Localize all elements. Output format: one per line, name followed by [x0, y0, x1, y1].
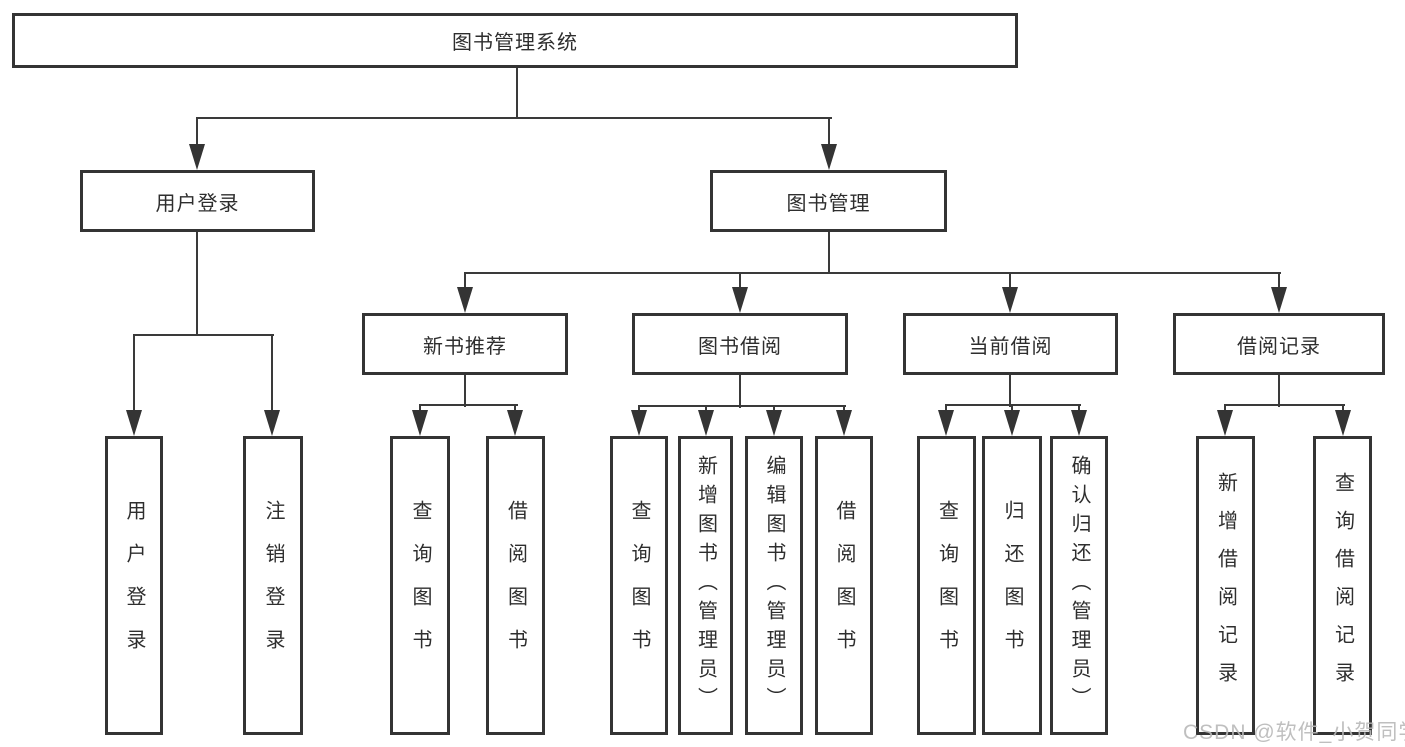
connector-arrow-stem — [271, 334, 273, 422]
connector-arrow-stem — [739, 272, 741, 299]
leaf-label-return-books: 归还图书 — [1001, 499, 1023, 672]
connector-arrow-stem — [828, 117, 830, 156]
node-label-new-book-recommend: 新书推荐 — [423, 335, 507, 358]
leaf-box-add-books-admin: 新增图书（管理员） — [678, 436, 733, 735]
connector-segment — [516, 68, 518, 118]
node-box-new-book-recommend: 新书推荐 — [362, 313, 568, 375]
arrowhead-down-icon — [732, 287, 748, 313]
leaf-label-borrow-books-1: 借阅图书 — [504, 499, 527, 672]
connector-segment — [419, 404, 518, 406]
leaf-label-confirm-return-admin: 确认归还（管理员） — [1068, 455, 1090, 716]
connector-segment — [1224, 404, 1345, 406]
connector-segment — [196, 117, 832, 119]
arrowhead-down-icon — [766, 410, 782, 436]
leaf-box-add-borrow-record: 新增借阅记录 — [1196, 436, 1255, 735]
arrowhead-down-icon — [189, 144, 205, 170]
branch-label-book-management: 图书管理 — [786, 192, 871, 215]
arrowhead-down-icon — [631, 410, 647, 436]
connector-arrow-stem — [464, 272, 466, 299]
arrowhead-down-icon — [126, 410, 142, 436]
connector-arrow-stem — [196, 117, 198, 156]
arrowhead-down-icon — [938, 410, 954, 436]
leaf-box-query-books-2: 查询图书 — [610, 436, 668, 735]
arrowhead-down-icon — [1217, 410, 1233, 436]
leaf-label-add-books-admin: 新增图书（管理员） — [694, 455, 717, 716]
node-box-book-borrow: 图书借阅 — [632, 313, 848, 375]
arrowhead-down-icon — [698, 410, 714, 436]
leaf-box-query-books-3: 查询图书 — [917, 436, 976, 735]
leaf-box-logout: 注销登录 — [243, 436, 303, 735]
connector-segment — [828, 232, 830, 274]
leaf-label-edit-books-admin: 编辑图书（管理员） — [763, 455, 785, 716]
arrowhead-down-icon — [264, 410, 280, 436]
connector-segment — [638, 405, 846, 407]
arrowhead-down-icon — [507, 410, 523, 436]
connector-arrow-stem — [1009, 272, 1011, 299]
arrowhead-down-icon — [836, 410, 852, 436]
connector-segment — [1278, 375, 1280, 407]
node-label-book-borrow: 图书借阅 — [698, 335, 782, 358]
leaf-box-query-books-1: 查询图书 — [390, 436, 450, 735]
node-box-borrow-records: 借阅记录 — [1173, 313, 1385, 375]
arrowhead-down-icon — [412, 410, 428, 436]
branch-box-user-login: 用户登录 — [80, 170, 315, 232]
arrowhead-down-icon — [457, 287, 473, 313]
connector-segment — [133, 334, 274, 336]
arrowhead-down-icon — [1271, 287, 1287, 313]
connector-segment — [945, 404, 1081, 406]
connector-segment — [739, 375, 741, 408]
leaf-label-query-borrow-record: 查询借阅记录 — [1331, 471, 1354, 700]
branch-box-book-management: 图书管理 — [710, 170, 947, 232]
node-label-borrow-records: 借阅记录 — [1237, 335, 1321, 358]
leaf-box-borrow-books-2: 借阅图书 — [815, 436, 873, 735]
node-label-current-borrow: 当前借阅 — [968, 335, 1053, 358]
arrowhead-down-icon — [1002, 287, 1018, 313]
leaf-label-logout: 注销登录 — [262, 499, 284, 672]
leaf-box-borrow-books-1: 借阅图书 — [486, 436, 545, 735]
connector-segment — [1009, 375, 1011, 407]
connector-segment — [196, 232, 198, 336]
leaf-box-edit-books-admin: 编辑图书（管理员） — [745, 436, 803, 735]
root-label: 图书管理系统 — [452, 32, 578, 54]
leaf-label-borrow-books-2: 借阅图书 — [833, 499, 855, 672]
root-box-library-system: 图书管理系统 — [12, 13, 1018, 68]
leaf-label-query-books-1: 查询图书 — [409, 499, 431, 672]
connector-arrow-stem — [133, 334, 135, 422]
leaf-box-confirm-return-admin: 确认归还（管理员） — [1050, 436, 1108, 735]
branch-label-user-login: 用户登录 — [155, 192, 240, 215]
leaf-label-query-books-3: 查询图书 — [935, 499, 958, 672]
arrowhead-down-icon — [1004, 410, 1020, 436]
node-box-current-borrow: 当前借阅 — [903, 313, 1118, 375]
leaf-label-add-borrow-record: 新增借阅记录 — [1214, 471, 1237, 700]
arrowhead-down-icon — [1335, 410, 1351, 436]
leaf-label-query-books-2: 查询图书 — [628, 499, 650, 672]
connector-segment — [464, 375, 466, 407]
watermark-text: CSDN @软件_小贺同学 — [1183, 721, 1405, 744]
arrowhead-down-icon — [1071, 410, 1087, 436]
leaf-box-query-borrow-record: 查询借阅记录 — [1313, 436, 1372, 735]
connector-arrow-stem — [1278, 272, 1280, 299]
leaf-label-user-login: 用户登录 — [123, 499, 145, 672]
leaf-box-user-login: 用户登录 — [105, 436, 163, 735]
arrowhead-down-icon — [821, 144, 837, 170]
leaf-box-return-books: 归还图书 — [982, 436, 1042, 735]
connector-segment — [464, 272, 1281, 274]
